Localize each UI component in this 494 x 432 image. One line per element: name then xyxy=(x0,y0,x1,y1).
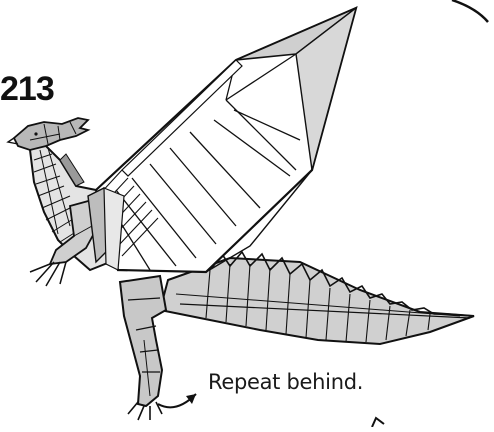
wing xyxy=(88,8,356,272)
repeat-behind-caption: Repeat behind. xyxy=(208,370,363,394)
curved-arrow-top xyxy=(452,0,488,22)
head xyxy=(8,118,88,150)
step-number: 213 xyxy=(0,72,54,106)
arrow-fragment-bottom xyxy=(372,418,384,427)
